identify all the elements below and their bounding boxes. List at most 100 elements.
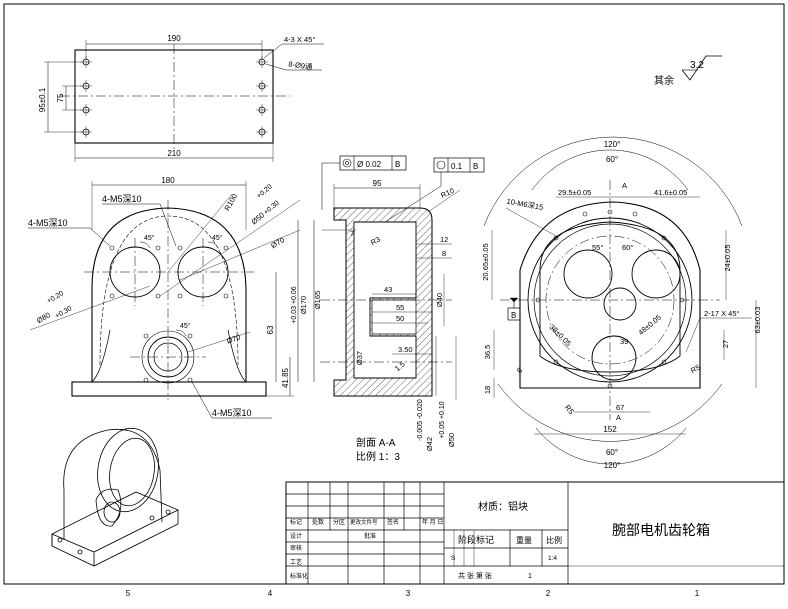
sec-dim-d37: Ø37: [355, 351, 364, 365]
dim-75: 75: [56, 93, 65, 102]
dim-d50-tol2: +0.30: [263, 200, 281, 217]
right-bore-left: [563, 249, 613, 299]
tb-role-standard: 标准化: [290, 572, 308, 580]
tb-sheet-no: 1: [528, 573, 532, 580]
right-view: 120° 60° 29.5±0.05 41.6±0.05 A 10-M6深15 …: [481, 136, 762, 470]
right-bore-center: [603, 287, 637, 321]
right-dim-18: 18: [483, 386, 492, 394]
right-dim-39: 39: [620, 337, 628, 346]
tb-stage-value: S: [451, 555, 456, 562]
dim-r100: R100: [222, 192, 239, 212]
dim-m5-top: 4-M5深10: [102, 194, 142, 204]
dim-190: 190: [167, 34, 181, 43]
right-dim-holes: 10-M6深15: [506, 197, 544, 212]
tb-role-review: 审核: [290, 544, 302, 552]
dim-d165: Ø165: [313, 291, 322, 309]
tb-header-date: 年 月 日: [422, 518, 443, 526]
right-dim-55: 55°: [592, 243, 603, 252]
right-dim-chamfer: 2-17 X 45°: [704, 309, 740, 318]
right-dim-63: 63±0.03: [753, 306, 762, 333]
tb-stage-mark: 阶段标记: [458, 534, 494, 545]
tb-header-sign: 签名: [387, 518, 399, 526]
right-dim-a: A: [622, 181, 627, 190]
tb-part-name: 腕部电机齿轮箱: [612, 522, 710, 538]
title-block: 材质：铝块 腕部电机齿轮箱 阶段标记 重量 比例 S 1:4 共 张 第 张 1…: [285, 481, 785, 585]
dim-63: 63: [266, 325, 275, 334]
dim-210: 210: [167, 149, 181, 158]
sec-dim-8: 8: [442, 249, 446, 258]
zone-5: 5: [126, 589, 131, 598]
dim-45c: 45°: [180, 322, 191, 330]
right-dim-36-5: 36.5: [483, 345, 492, 360]
right-housing-outline: [519, 201, 701, 389]
right-dim-24: 24±0.05: [723, 244, 732, 271]
tol-1-value: Ø 0.02: [357, 160, 382, 169]
right-dim-20-65: 20.65±0.05: [481, 243, 490, 280]
right-dim-27: 27: [721, 340, 730, 348]
right-dim-29-5: 29.5±0.05: [558, 188, 591, 197]
sec-dim-50: 50: [396, 314, 404, 323]
dim-41-85: 41.85: [281, 367, 290, 388]
right-dim-152: 152: [603, 425, 617, 434]
sec-dim-r10: R10: [439, 186, 455, 200]
sec-dim-d42-tol: -0.005 -0.020: [417, 399, 424, 441]
isometric-view: [51, 427, 179, 567]
dim-d70: Ø70: [269, 235, 286, 250]
right-bore-right: [631, 249, 681, 299]
right-dim-120a: 120°: [604, 140, 621, 149]
dim-95: 95±0.1: [38, 87, 47, 112]
tb-scale-label: 比例: [546, 535, 562, 545]
dim-45a: 45°: [144, 234, 155, 242]
tb-header-mark: 标记: [290, 518, 302, 526]
right-dim-60b: 60°: [622, 243, 633, 252]
right-dim-a2: A: [616, 413, 621, 422]
right-dim-48: 48±0.05: [636, 313, 663, 337]
dim-180: 180: [161, 176, 175, 185]
dim-chamfer-top: 4-3 X 45°: [284, 35, 315, 44]
dim-m5-bottom: 4-M5深10: [212, 408, 252, 418]
tol-2-value: 0.1: [451, 162, 463, 171]
section-scale: 比例 1：3: [356, 450, 400, 463]
zone-numbers: 5 4 3 2 1: [126, 589, 700, 598]
right-dim-8: 8: [515, 366, 524, 376]
right-dim-r5a: R5: [563, 403, 576, 416]
right-tapped-holes: [535, 209, 685, 389]
surface-finish-note: 其余 3.2: [654, 55, 722, 87]
sec-dim-95: 95: [373, 179, 382, 188]
zone-4: 4: [268, 589, 273, 598]
sec-dim-r3: R3: [369, 235, 382, 248]
right-dim-60c: 60°: [606, 448, 618, 457]
dim-45b: 45°: [212, 234, 223, 242]
dim-holes-top: 8-Ø9通: [288, 58, 314, 71]
finish-others: 其余: [654, 74, 674, 87]
sec-dim-12: 12: [440, 235, 448, 244]
front-tapped-holes: [109, 245, 229, 383]
right-dim-67: 67: [616, 403, 624, 412]
tb-header-doc: 更改文件号: [350, 518, 378, 526]
sec-dim-3-50: 3.50: [398, 345, 413, 354]
sec-dim-d40: Ø40: [435, 293, 444, 307]
dim-d170-tol: +0.03 +0.06: [291, 286, 298, 323]
tolerance-frame-1: Ø 0.02 B: [321, 155, 407, 210]
sec-dim-d50: Ø50: [447, 433, 456, 447]
dim-d80-tol2: +0.30: [54, 305, 73, 320]
right-dim-60a: 60°: [606, 155, 618, 164]
right-dim-38: 38±0.05: [548, 322, 574, 348]
tb-role-process: 工艺: [290, 558, 302, 566]
tb-header-zone: 分区: [333, 518, 345, 526]
right-dim-41-6: 41.6±0.05: [654, 188, 687, 197]
front-view: 180 4-M5深10 4-M5深10 4-M5深10 R100 +0.20 Ø…: [28, 176, 322, 419]
tb-role-design: 设计: [290, 532, 302, 540]
dim-d170: Ø170: [299, 296, 308, 314]
zone-3: 3: [406, 589, 411, 598]
tb-weight: 重量: [516, 535, 532, 545]
dim-m5-left: 4-M5深10: [28, 218, 68, 228]
dim-d80-tol: +0.20: [46, 290, 65, 305]
tb-approve: 批准: [364, 532, 376, 540]
front-outline: [91, 207, 247, 382]
sec-dim-d50-tol: +0.05 +0.10: [439, 401, 446, 438]
dim-d50-tol: +0.20: [256, 183, 274, 200]
right-dim-r5b: R5: [689, 363, 702, 376]
tb-header-count: 处数: [312, 518, 324, 526]
